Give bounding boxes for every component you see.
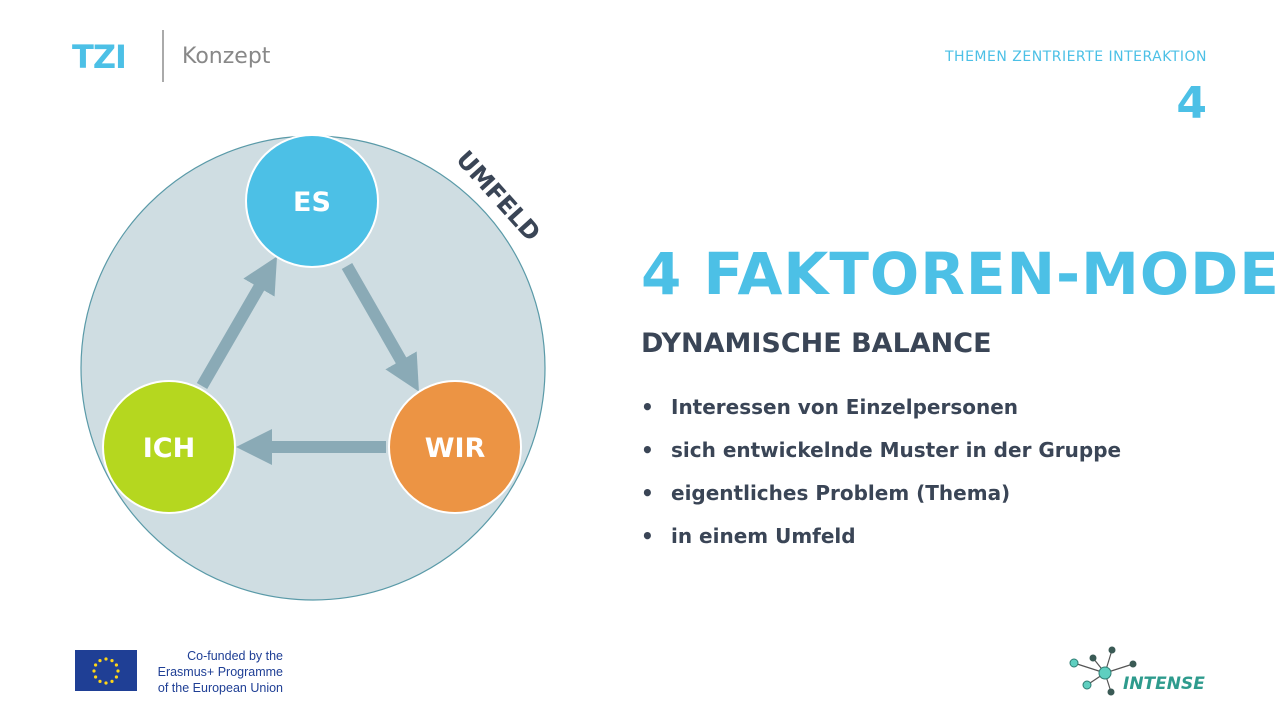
node-ich — [102, 380, 236, 514]
arrow-es-to-wir — [341, 263, 419, 392]
intense-network-icon — [1069, 646, 1137, 696]
node-es — [245, 134, 379, 268]
node-es-label: ES — [293, 187, 331, 218]
tzi-logo: TZI — [72, 38, 127, 76]
slide-title: 4 FAKTOREN-MODEL — [641, 240, 1280, 308]
node-wir — [388, 380, 522, 514]
eu-flag-icon — [75, 650, 137, 691]
intense-logo-text: INTENSE — [1123, 674, 1205, 694]
section-label: Konzept — [182, 44, 271, 69]
header-subtitle: THEMEN ZENTRIERTE INTERAKTION — [945, 49, 1207, 65]
header-divider — [162, 30, 164, 82]
list-item: •in einem Umfeld — [641, 524, 1121, 567]
node-wir-label: WIR — [425, 433, 486, 464]
four-factor-diagram: ES ICH WIR UMFELD — [80, 134, 546, 601]
eu-text-line: Co-funded by the — [187, 649, 283, 663]
bullet-text: in einem Umfeld — [671, 524, 856, 548]
eu-text-line: of the European Union — [157, 681, 283, 695]
page-number: 4 — [1176, 78, 1207, 129]
bullet-list: •Interessen von Einzelpersonen •sich ent… — [641, 395, 1121, 567]
bullet-text: sich entwickelnde Muster in der Gruppe — [671, 438, 1122, 462]
bullet-text: eigentliches Problem (Thema) — [671, 481, 1011, 505]
list-item: •eigentliches Problem (Thema) — [641, 481, 1121, 524]
eu-text-line: Erasmus+ Programme — [157, 665, 283, 679]
list-item: •sich entwickelnde Muster in der Gruppe — [641, 438, 1121, 481]
bullet-text: Interessen von Einzelpersonen — [671, 395, 1019, 419]
list-item: •Interessen von Einzelpersonen — [641, 395, 1121, 438]
slide-subtitle: DYNAMISCHE BALANCE — [641, 328, 992, 359]
node-ich-label: ICH — [143, 433, 195, 464]
arrow-ich-to-es — [196, 256, 278, 390]
eu-cofunding-text: Co-funded by the Erasmus+ Programme of t… — [150, 648, 283, 696]
